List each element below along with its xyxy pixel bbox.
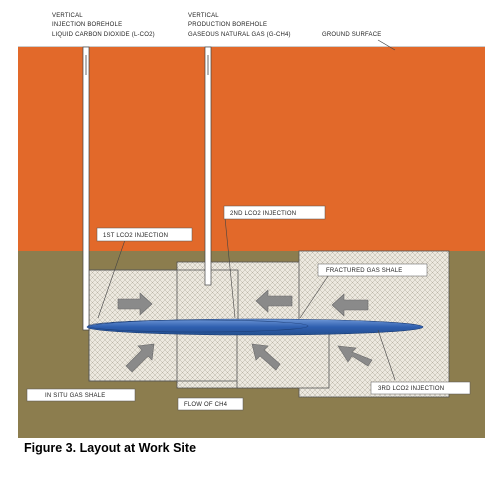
injection-borehole-label-line3: LIQUID CARBON DIOXIDE (L-CO2) (52, 32, 155, 38)
first-injection-label-box (96, 227, 193, 242)
second-injection-label: 2ND LCO2 INJECTION (230, 211, 296, 217)
production-borehole (204, 46, 212, 286)
arrow-left-upper-right (331, 293, 369, 317)
arrow-upleft-lower-right (337, 345, 373, 367)
leader-lines (97, 39, 396, 381)
figure-caption: Figure 3. Layout at Work Site (24, 441, 197, 455)
arrow-right-upper-left (117, 292, 153, 316)
second-injection-label-box (223, 205, 326, 220)
injection-borehole-label-line1: VERTICAL (52, 13, 83, 19)
third-injection-label: 3RD LCO2 INJECTION (378, 386, 444, 392)
flow-label: FLOW OF CH4 (184, 402, 228, 408)
injection-borehole (82, 46, 90, 331)
arrow-left-upper-center (255, 289, 293, 313)
arrow-upleft-lower-center (251, 343, 281, 371)
production-borehole-label-line1: VERTICAL (188, 13, 219, 19)
co2-plume (86, 318, 424, 336)
first-injection-label: 1ST LCO2 INJECTION (103, 233, 168, 239)
production-borehole-label-line3: GASEOUS NATURAL GAS (G-CH4) (188, 32, 291, 38)
fractured-shale-label-box (317, 263, 428, 277)
arrow-upright-lower-left (125, 343, 155, 373)
in-situ-shale-label-box (26, 388, 136, 402)
flow-arrows (117, 289, 373, 373)
ground-surface-label: GROUND SURFACE (322, 32, 381, 38)
co2-plume-inner (87, 319, 309, 333)
flow-label-box (177, 397, 244, 411)
fractured-shale-label: FRACTURED GAS SHALE (326, 268, 402, 274)
in-situ-shale-label: IN SITU GAS SHALE (45, 393, 105, 399)
third-injection-label-box (370, 381, 471, 395)
fracture-zone-center-lower (236, 325, 330, 389)
production-borehole-label-line2: PRODUCTION BOREHOLE (188, 22, 267, 28)
injection-borehole-label-line2: INJECTION BOREHOLE (52, 22, 122, 28)
